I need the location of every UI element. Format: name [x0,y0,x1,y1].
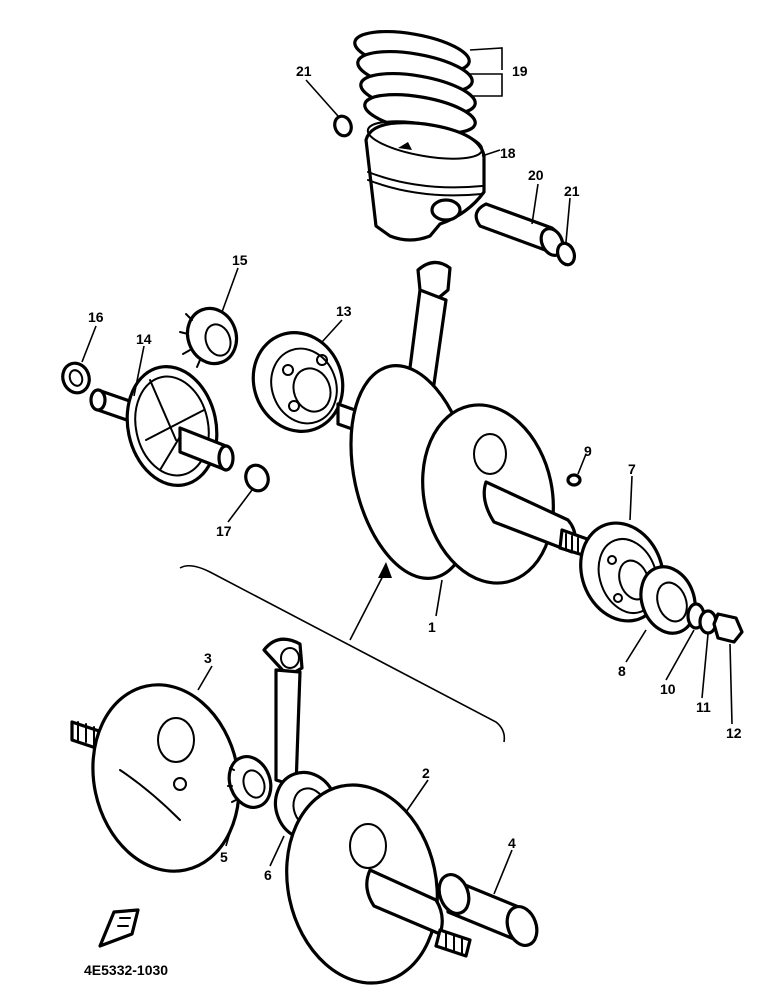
callout-4: 4 [508,835,516,851]
group-bracket [179,564,506,743]
callout-6: 6 [264,867,272,883]
group-arrow-head [378,562,392,578]
callout-8: 8 [618,663,626,679]
callout-9: 9 [584,443,592,459]
callout-17: 17 [216,523,232,539]
washer-16 [61,361,91,395]
crankshaft-assembly [336,260,592,585]
balancer-shaft-gear [89,365,235,487]
callout-3: 3 [204,650,212,666]
piston [364,120,486,242]
callout-20: 20 [528,167,544,183]
nut [712,612,744,644]
piston-pin [474,202,565,257]
callout-2: 2 [422,765,430,781]
oil-seal-inner [656,581,688,623]
callout-16: 16 [88,309,104,325]
callout-21-top: 21 [296,63,312,79]
callout-15: 15 [232,252,248,268]
callout-14: 14 [136,331,152,347]
callout-1: 1 [428,619,436,635]
callout-labels: 1 2 3 4 5 6 7 8 9 10 11 12 13 14 15 16 1… [88,63,742,883]
woodruff-key [566,473,582,487]
group-arrow-line [349,569,387,641]
crank-bearing-left [251,331,345,433]
callout-13: 13 [336,303,352,319]
oil-seal [639,565,697,635]
small-drive-gear [179,306,239,368]
washer-16-hole [68,369,84,387]
callout-11: 11 [696,699,711,715]
washer-17 [244,463,270,493]
crank-wheel-right [285,783,472,985]
connecting-rod [262,637,339,842]
needle-bearing [227,755,273,809]
callout-12: 12 [726,725,742,741]
callout-19: 19 [512,63,528,79]
piston-pin-circlip-right [555,241,577,267]
leader-lines [81,47,733,895]
callout-7: 7 [628,461,636,477]
front-direction-arrow-icon [98,908,140,948]
callout-5: 5 [220,849,228,865]
piston-pin-circlip-left [333,114,353,138]
callout-21-right: 21 [564,183,580,199]
crank-wheel-left [70,683,241,873]
callout-10: 10 [660,681,676,697]
callout-18: 18 [500,145,516,161]
drawing-code: 4E5332-1030 [84,962,168,978]
crank-pin [437,873,539,947]
